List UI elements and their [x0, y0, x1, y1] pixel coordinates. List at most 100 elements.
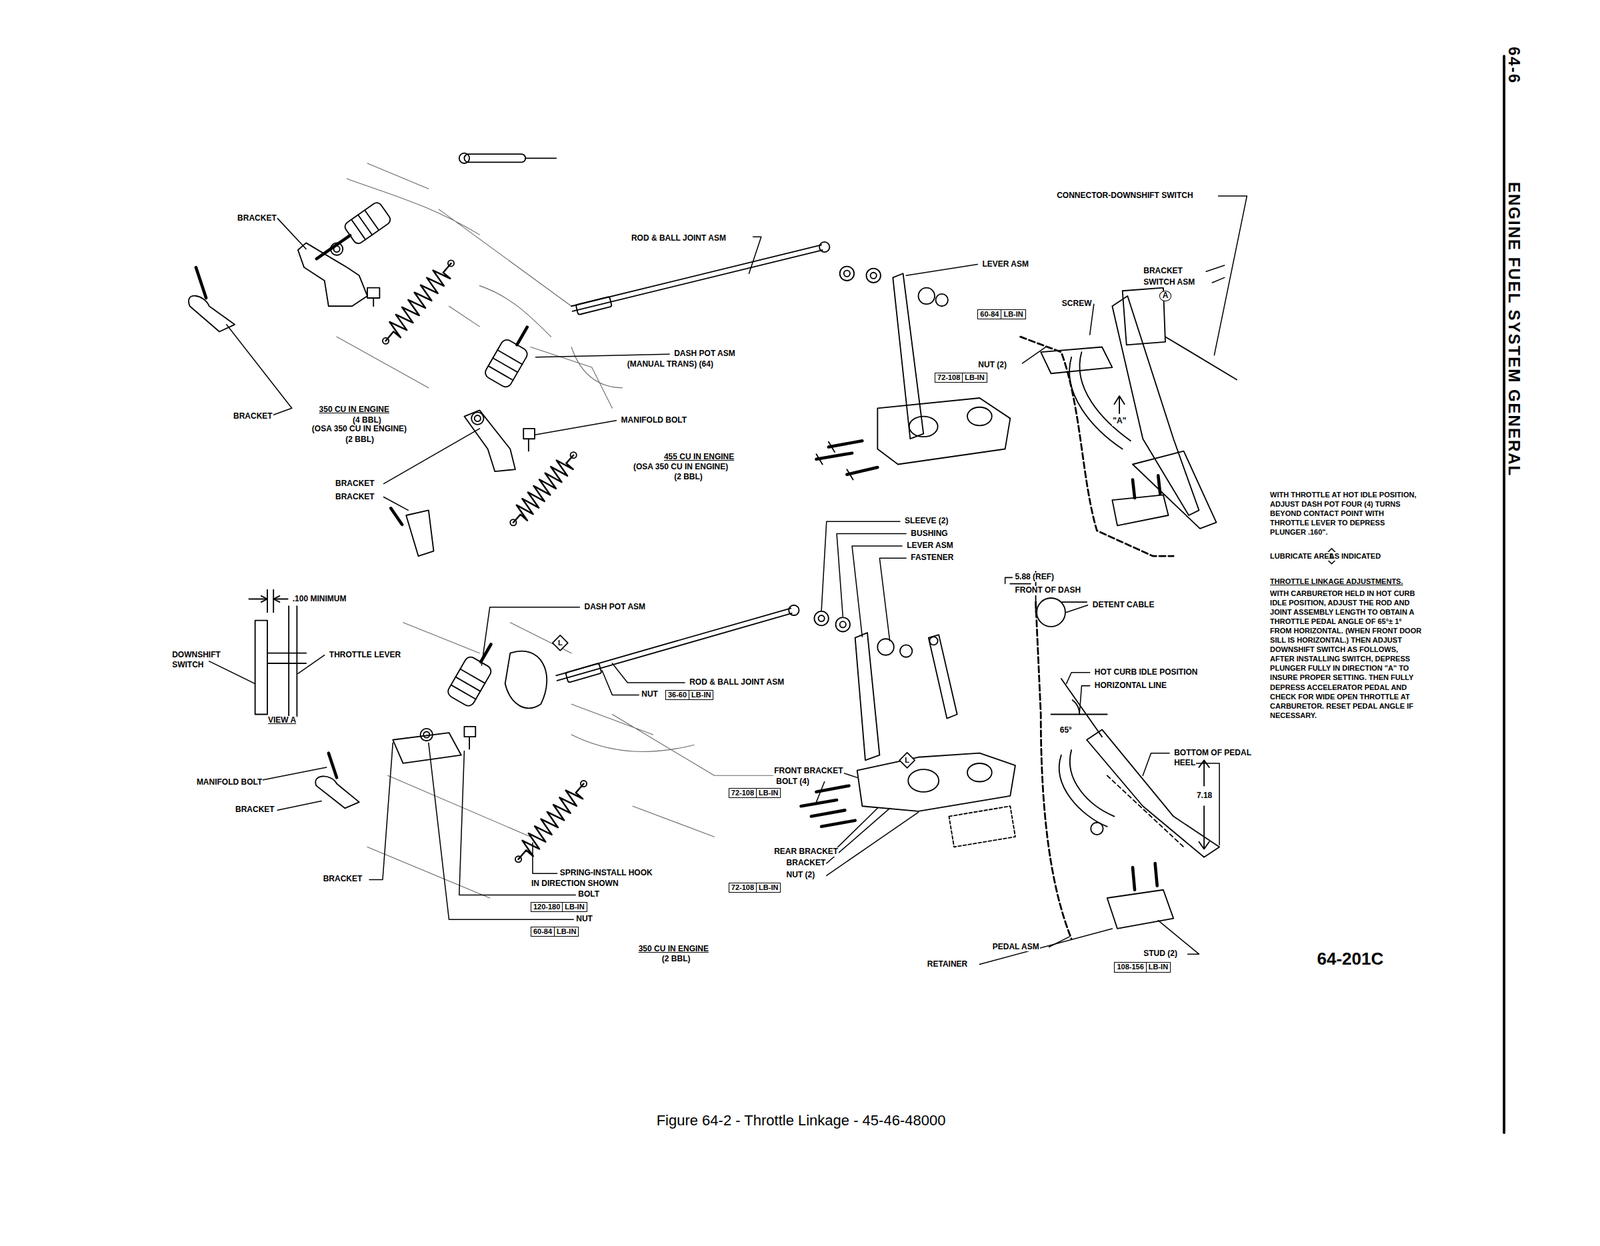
torque-value: 72-108	[935, 373, 962, 382]
drawing-stroke	[336, 163, 776, 898]
torque-spec-box: 60-84LB-IN	[530, 926, 579, 937]
torque-value: LB-IN	[688, 690, 713, 700]
drawing-stroke	[277, 218, 306, 250]
part-label: .100 MINIMUM	[292, 594, 348, 604]
drawing-stroke	[364, 210, 379, 230]
drawing-stroke	[226, 324, 292, 417]
drawing-stroke	[483, 337, 530, 389]
drawing-stroke	[1132, 475, 1160, 498]
drawing-stroke	[474, 415, 481, 422]
drawing-stroke	[857, 753, 1016, 812]
drawing-stroke	[826, 812, 919, 876]
drawing-stroke	[1214, 196, 1247, 356]
lubrication-symbols	[552, 548, 1340, 768]
drawing-stroke	[1198, 760, 1209, 849]
drawing-stroke	[382, 338, 389, 344]
drawing-stroke	[948, 806, 1015, 847]
part-label: BOTTOM OF PEDAL	[1173, 748, 1252, 758]
drawing-stroke	[1090, 304, 1094, 335]
part-label: 350 CU IN ENGINE	[318, 405, 390, 415]
drawing-stroke	[261, 596, 280, 602]
drawing-stroke	[1142, 753, 1170, 776]
part-label: VIEW A	[267, 716, 297, 726]
drawing-stroke	[516, 327, 527, 346]
drawing-stroke	[1196, 763, 1220, 845]
drawing-stroke	[330, 242, 343, 255]
drawing-stroke	[1107, 890, 1174, 929]
page-header-title: ENGINE FUEL SYSTEM GENERAL	[1505, 181, 1524, 478]
part-label: MANIFOLD BOLT	[196, 778, 263, 788]
drawing-stroke	[406, 510, 434, 556]
drawing-stroke	[576, 296, 612, 315]
drawing-stroke	[557, 613, 792, 681]
torque-value: LB-IN	[562, 902, 586, 912]
drawing-stroke	[446, 654, 494, 708]
drawing-stroke	[855, 632, 880, 760]
part-label: DASH POT ASM	[584, 602, 647, 612]
drawing-stroke	[367, 288, 380, 307]
drawing-stroke	[1079, 686, 1090, 713]
drawing-stroke	[315, 776, 360, 808]
drawing-stroke	[309, 200, 392, 269]
drawing-stroke	[384, 496, 409, 510]
part-label: THROTTLE LINKAGE ADJUSTMENTS.	[1269, 577, 1404, 586]
springs	[382, 260, 587, 862]
torque-spec-box: 72-108LB-IN	[934, 372, 988, 383]
part-label: (2 BBL)	[673, 472, 704, 482]
part-label: HEEL	[1173, 758, 1196, 768]
part-label: 455 CU IN ENGINE	[663, 452, 735, 462]
drawing-stroke	[879, 558, 906, 641]
drawing-stroke	[844, 270, 850, 277]
drawing-stroke	[448, 260, 454, 266]
drawing-stroke	[464, 410, 516, 472]
torque-spec-box: 72-108LB-IN	[728, 788, 782, 798]
drawing-stroke	[1206, 265, 1225, 272]
drawing-stroke	[967, 763, 992, 782]
leader-lines	[209, 196, 1248, 965]
drawing-stroke	[471, 412, 484, 424]
torque-spec-box: 36-60LB-IN	[665, 690, 714, 700]
torque-value: 60-84	[531, 927, 554, 936]
part-label: FRONT OF DASH	[1014, 586, 1082, 596]
drawing-stroke	[852, 546, 902, 637]
drawing-stroke	[328, 753, 337, 778]
torque-value: LB-IN	[962, 373, 986, 382]
drawing-stroke	[870, 272, 877, 279]
drawing-stroke	[1107, 775, 1184, 847]
part-label: HORIZONTAL LINE	[1094, 681, 1168, 691]
torque-spec-box: 72-108LB-IN	[728, 882, 782, 893]
part-label: LEVER ASM	[906, 541, 954, 551]
drawing-stroke	[459, 153, 470, 164]
drawing-stroke	[1048, 936, 1070, 947]
drawing-stroke	[836, 617, 850, 632]
part-label: BRACKET	[232, 412, 274, 422]
part-label: (2 BBL)	[344, 435, 375, 445]
torque-spec-box: 60-84LB-IN	[977, 309, 1026, 320]
drawing-stroke	[1132, 863, 1158, 890]
part-label: BRACKET	[322, 874, 364, 884]
drawing-stroke	[343, 200, 393, 246]
drawing-stroke	[536, 420, 617, 435]
lubrication-mark: L	[1328, 552, 1335, 561]
drawing-stroke	[1066, 672, 1090, 684]
torque-spec-box: 120-180LB-IN	[530, 902, 588, 912]
part-label: A	[1159, 290, 1172, 302]
illustration-lines	[188, 56, 1504, 1133]
drawing-stroke	[936, 294, 948, 306]
part-label: STUD (2)	[1142, 949, 1178, 959]
drawing-stroke	[816, 782, 824, 803]
part-label: NUT	[640, 690, 659, 700]
part-label: (2 BBL)	[661, 954, 692, 964]
part-label: IN DIRECTION SHOWN	[530, 879, 620, 889]
part-label: ROD & BALL JOINT ASM	[688, 678, 785, 688]
part-label: SCREW	[1061, 299, 1093, 309]
part-label: NUT	[575, 914, 594, 924]
part-label: NUT (2)	[977, 360, 1008, 370]
drawing-stroke	[1112, 494, 1168, 526]
drawing-stroke	[481, 607, 580, 666]
part-label: PEDAL ASM	[992, 942, 1040, 952]
drawing-stroke	[909, 416, 938, 438]
drawing-stroke	[510, 519, 516, 526]
drawing-stroke	[572, 250, 823, 312]
drawing-stroke	[525, 157, 556, 159]
